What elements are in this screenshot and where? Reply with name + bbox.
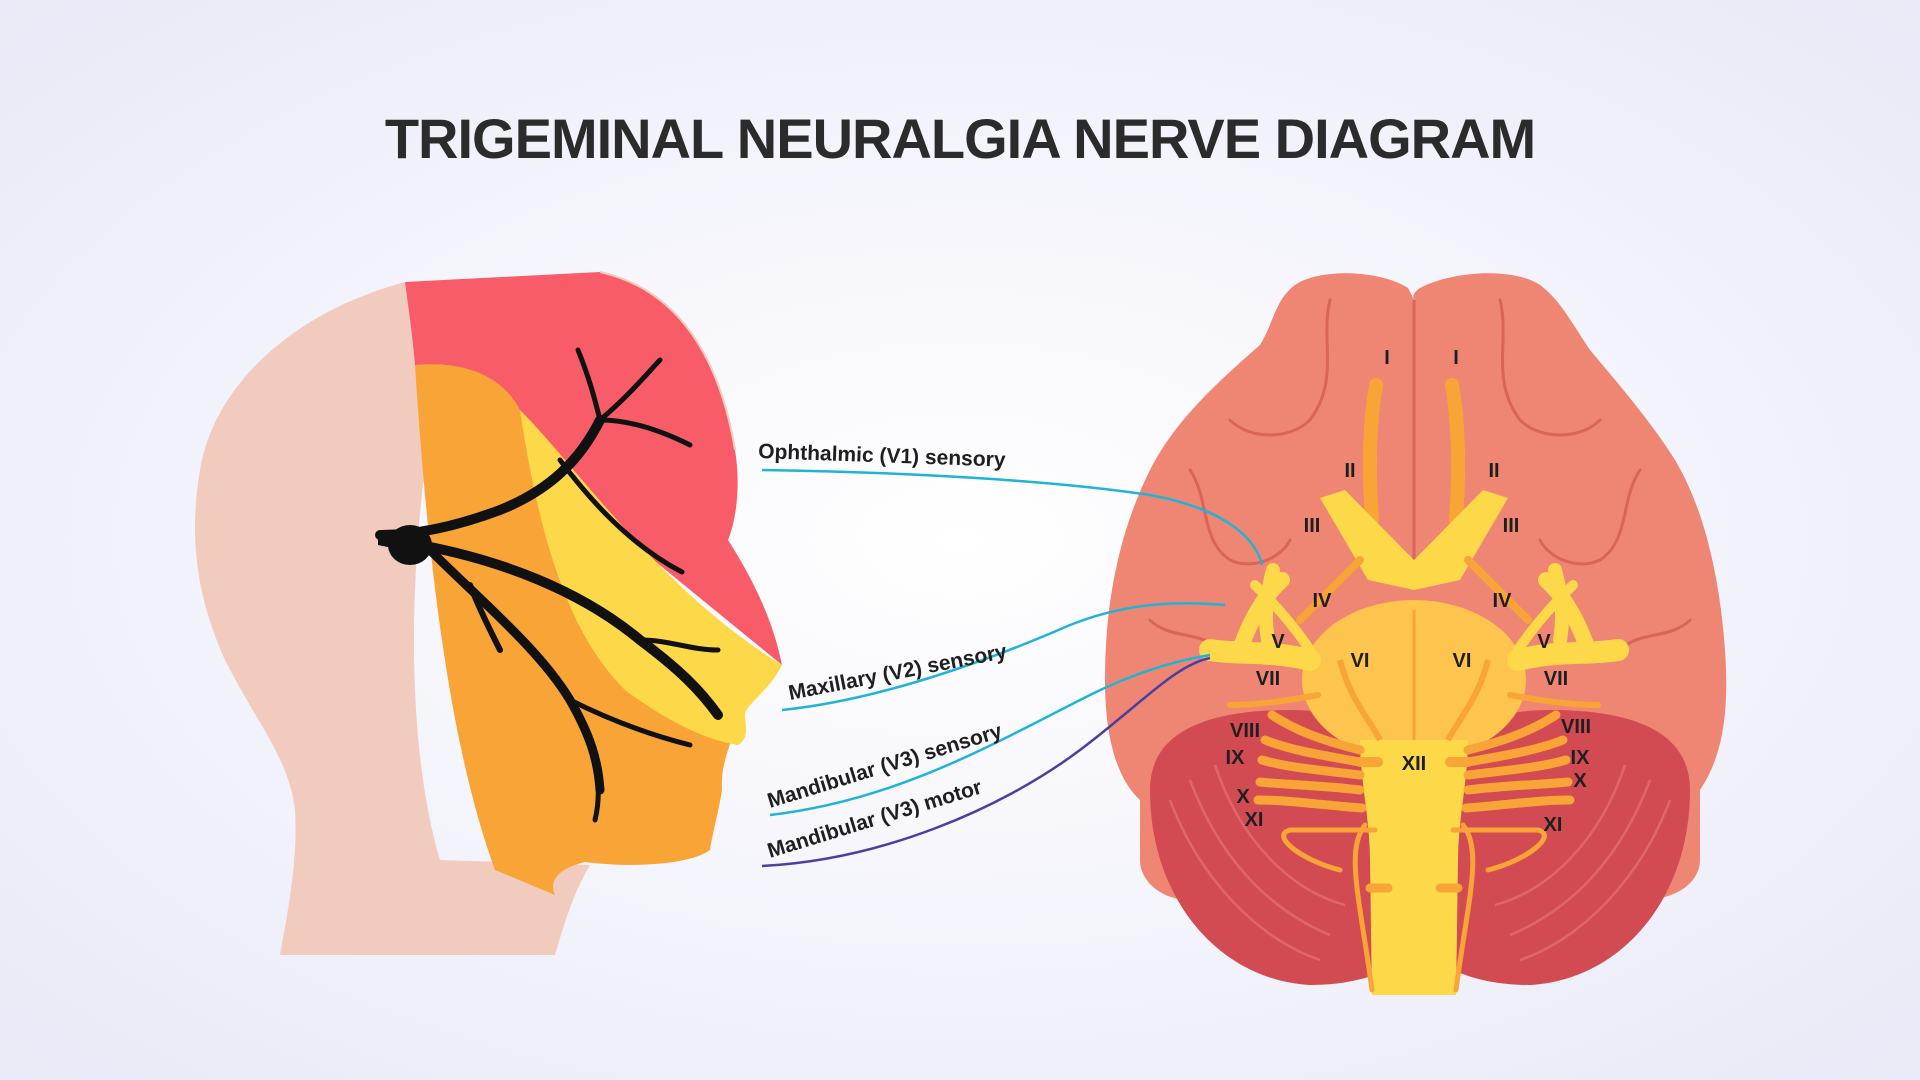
v1-ophthalmic-zone xyxy=(405,272,782,665)
cn-left-VIII: VIII xyxy=(1230,720,1260,742)
v3-sensory-leader xyxy=(769,653,1211,817)
cn-right-VI: VI xyxy=(1453,650,1472,672)
v2-leader xyxy=(781,601,1226,712)
cn-right-VIII: VIII xyxy=(1561,716,1591,738)
cn-right-V: V xyxy=(1537,631,1551,653)
cn-right-II: II xyxy=(1488,460,1499,482)
head-skin xyxy=(194,282,591,955)
olfactory-tract-left xyxy=(1362,378,1383,527)
olfactory-tract-right xyxy=(1445,378,1466,527)
cn-center-XII: XII xyxy=(1402,753,1426,775)
cn-left-IX: IX xyxy=(1226,747,1246,769)
brainstem-tract-right xyxy=(1445,659,1491,742)
cn-left-VI: VI xyxy=(1351,650,1370,672)
brain-gyri xyxy=(1148,298,1692,652)
cranial-nerve-labels-right: I II III IV V VI VII VIII IX X XI xyxy=(1453,347,1591,836)
cerebellum-folia xyxy=(1168,764,1672,962)
cn-right-XI: XI xyxy=(1544,814,1563,836)
callout-v1-label: Ophthalmic (V1) sensory xyxy=(758,440,1006,472)
page-title: TRIGEMINAL NEURALGIA NERVE DIAGRAM xyxy=(385,107,1535,170)
optic-chiasm xyxy=(1320,490,1508,590)
cn-left-XI: XI xyxy=(1245,809,1264,831)
trigeminal-nerve-branches xyxy=(375,347,723,823)
head-profile xyxy=(194,271,782,955)
brainstem-tract-left xyxy=(1337,659,1383,742)
cn-left-I: I xyxy=(1384,347,1390,369)
cn-left-IV: IV xyxy=(1313,590,1333,612)
cn-right-I: I xyxy=(1453,347,1459,369)
cn-right-IV: IV xyxy=(1493,590,1513,612)
brainstem xyxy=(1302,378,1526,995)
cranial-nerve-labels-left: I II III IV V VI VII VIII IX X XI xyxy=(1226,347,1390,831)
cn-right-VII: VII xyxy=(1544,668,1568,690)
nerve-root-stub xyxy=(378,535,412,552)
cn-left-III: III xyxy=(1304,515,1321,537)
v3-motor-leader xyxy=(761,656,1211,868)
cn-right-III: III xyxy=(1503,515,1520,537)
cn-right-IX: IX xyxy=(1571,747,1591,769)
v3-mandibular-zone xyxy=(415,364,742,896)
cranial-nerve-branches xyxy=(1199,556,1629,993)
cn-left-II: II xyxy=(1344,460,1355,482)
face-outline xyxy=(599,271,736,451)
v1-leader xyxy=(761,468,1264,566)
cn-left-VII: VII xyxy=(1256,668,1280,690)
cn-left-V: V xyxy=(1271,631,1285,653)
cn-right-X: X xyxy=(1573,770,1587,792)
medulla xyxy=(1360,740,1468,995)
callout-v2-label: Maxillary (V2) sensory xyxy=(787,640,1009,705)
cn-left-X: X xyxy=(1236,786,1250,808)
callout-leader-lines xyxy=(761,468,1264,868)
